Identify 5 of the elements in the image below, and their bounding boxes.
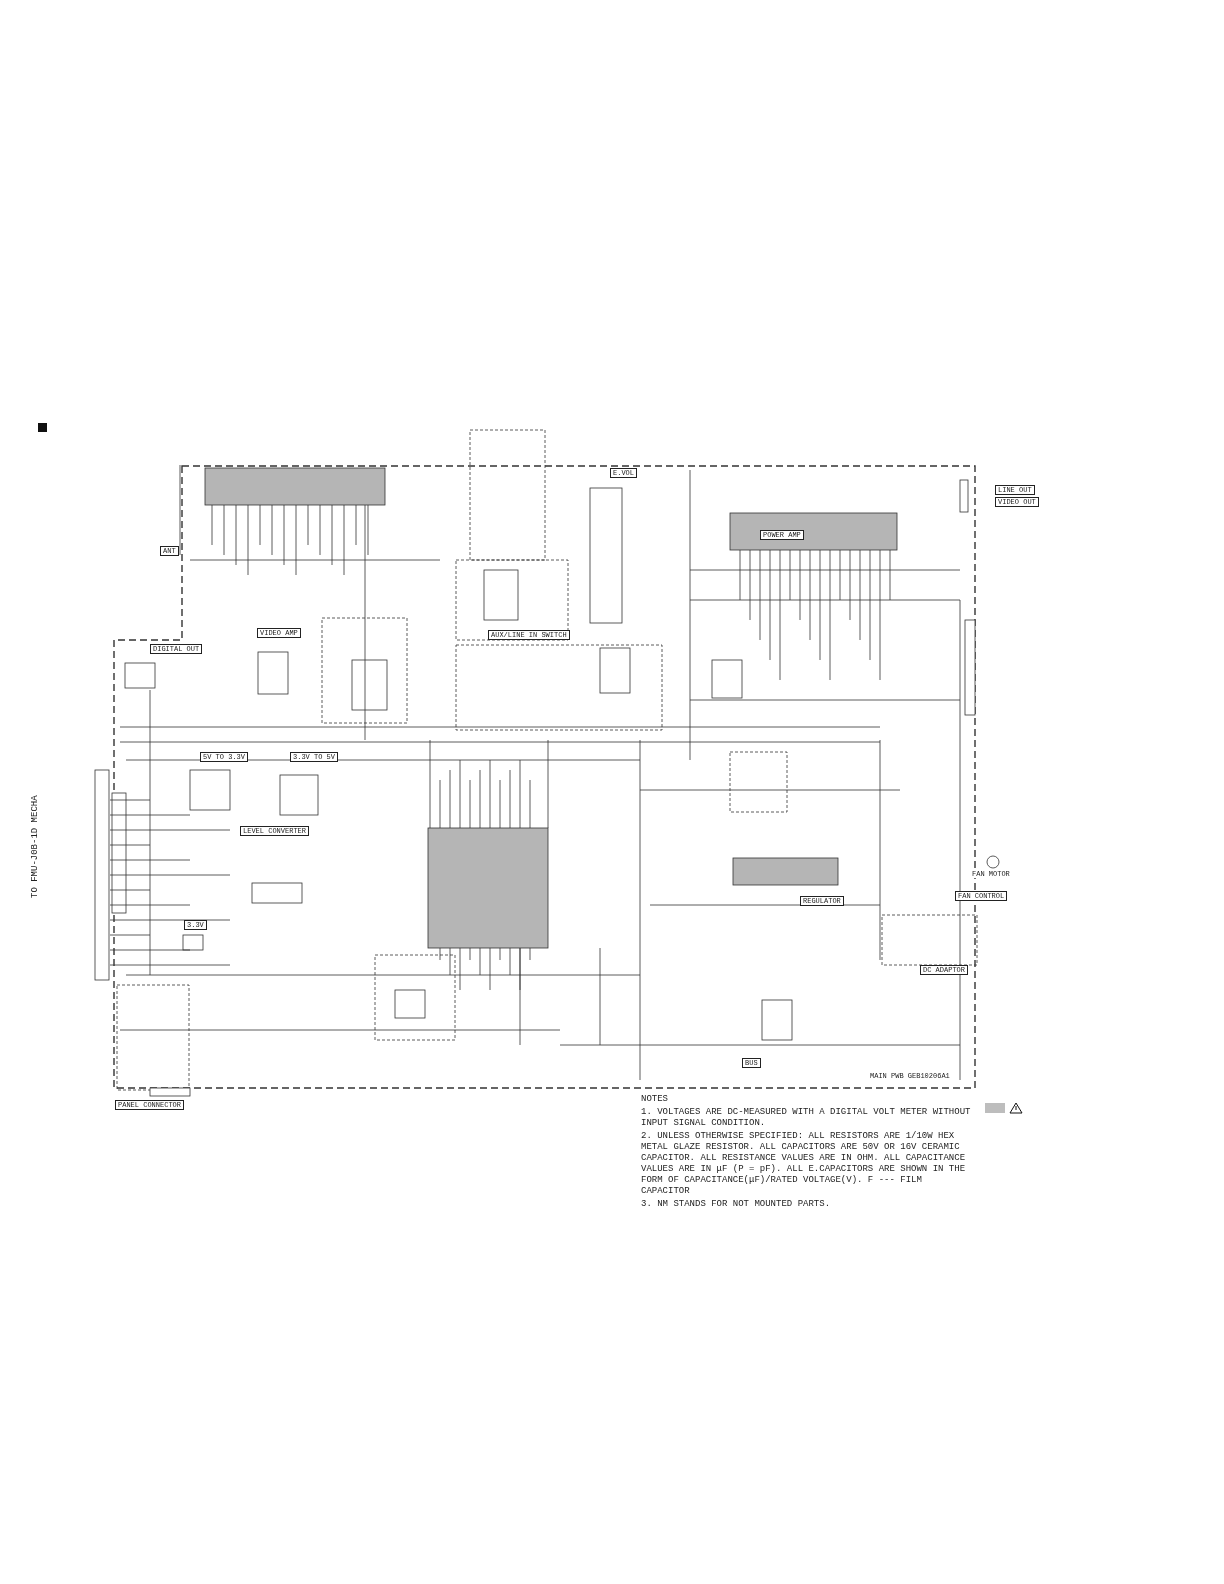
note-text: 2. UNLESS OTHERWISE SPECIFIED: ALL RESISTORS ARE 1/10W HEX METAL GLAZE RESISTOR. ALL CAPACITORS ARE 50V OR 16V CERAMIC CAPACITOR. ALL RESISTANCE VALUES ARE IN OHM. ALL CAPACITANCE VALUES ARE IN μF (P = pF). ALL E.CAPACITORS ARE SHOWN IN THE FORM OF CAPACITANCE(μF)/RATED VOLTAGE(V). F --- FILM CAPACITOR — [641, 1131, 967, 1197]
board-label: TO FMU-J0B-1D MECHA — [30, 793, 40, 900]
note-text: 3. NM STANDS FOR NOT MOUNTED PARTS. — [641, 1199, 832, 1210]
notes-heading: NOTES — [641, 1094, 669, 1105]
note-text: 1. VOLTAGES ARE DC-MEASURED WITH A DIGITAL VOLT METER WITHOUT INPUT SIGNAL CONDITION. — [641, 1107, 971, 1129]
